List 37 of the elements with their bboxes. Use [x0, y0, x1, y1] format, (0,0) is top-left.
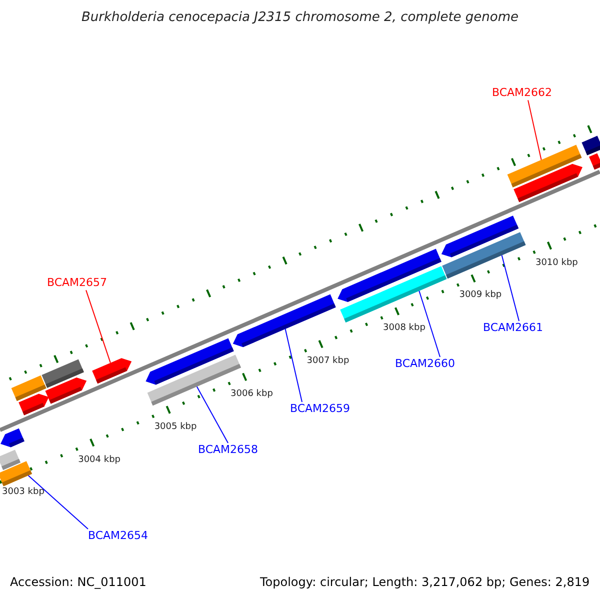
tick-label: 3008 kbp — [383, 323, 426, 334]
gene-label: BCAM2657 — [47, 276, 108, 290]
gene-segment — [146, 338, 234, 385]
gene-bar — [42, 359, 84, 388]
gene-label: BCAM2659 — [290, 402, 350, 416]
tick-label: 3007 kbp — [306, 356, 350, 367]
leader-line — [86, 290, 111, 364]
leader-line — [501, 254, 520, 322]
accession-text: Accession: NC_011001 — [10, 575, 146, 590]
gene-label: BCAM2654 — [88, 529, 148, 542]
title: Burkholderia cenocepacia J2315 chromosome 2, complete genome — [80, 10, 520, 26]
tick-label: 3006 kbp — [230, 388, 273, 400]
leader-line — [418, 290, 441, 358]
tick-label: 3004 kbp — [78, 454, 120, 466]
gene-segment — [232, 294, 336, 348]
gene-segment — [0, 428, 24, 448]
gene-segment — [514, 164, 582, 202]
gene-bar — [0, 450, 20, 470]
gene-label: BCAM2660 — [395, 357, 456, 370]
gene-label: BCAM2661 — [483, 321, 544, 334]
tick-label: 3003 kbp — [2, 487, 44, 498]
genome-summary-text: Topology: circular; Length: 3,217,062 bp; Genes: 2,819 — [260, 575, 590, 590]
tick-label: 3009 kbp — [459, 290, 502, 302]
tick-label: 3005 kbp — [154, 422, 197, 433]
leader-line — [284, 328, 302, 402]
gene-bar — [589, 153, 600, 170]
tick-label: 3010 kbp — [535, 258, 578, 268]
gene-label: BCAM2658 — [198, 443, 258, 456]
leader-line — [196, 386, 229, 444]
gene-segment — [92, 358, 132, 384]
gene-segment — [441, 216, 519, 258]
leader-line — [528, 100, 542, 160]
leader-line — [28, 475, 88, 530]
gene-segment — [18, 394, 49, 416]
gene-segment — [338, 248, 442, 302]
gene-bar — [582, 136, 600, 156]
gene-label: BCAM2662 — [492, 86, 552, 100]
